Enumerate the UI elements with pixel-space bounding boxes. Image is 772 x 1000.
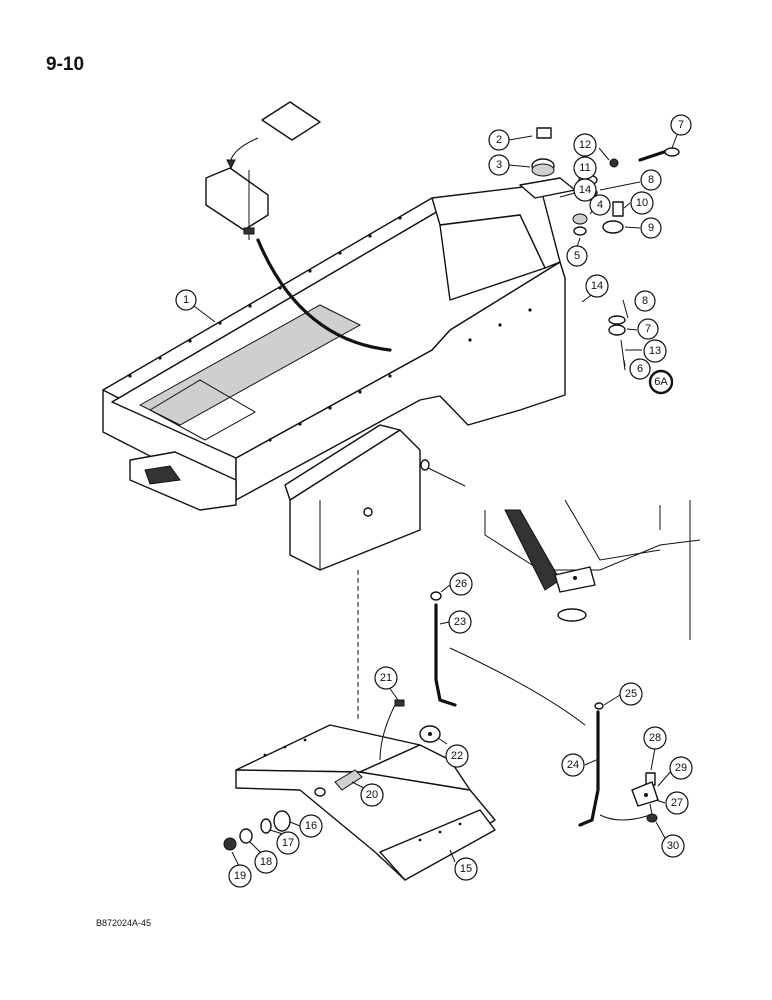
bracket-detail <box>205 101 392 352</box>
callout-12: 12 <box>573 133 597 157</box>
callout-18: 18 <box>254 850 278 874</box>
svg-text:28: 28 <box>649 732 661 744</box>
callout-14-top: 14 <box>573 178 597 202</box>
svg-text:9: 9 <box>648 222 654 234</box>
callout-19: 19 <box>228 864 252 888</box>
callout-17: 17 <box>276 831 300 855</box>
svg-text:18: 18 <box>260 856 272 868</box>
svg-text:2: 2 <box>496 134 502 146</box>
svg-text:21: 21 <box>380 672 392 684</box>
callout-24: 24 <box>561 753 585 777</box>
callout-5: 5 <box>566 245 588 267</box>
counterweight <box>284 424 421 571</box>
svg-text:24: 24 <box>567 759 579 771</box>
main-frame <box>102 184 566 511</box>
svg-text:15: 15 <box>460 863 472 875</box>
svg-text:6: 6 <box>637 363 643 375</box>
callout-6: 6 <box>629 358 651 380</box>
callout-1: 1 <box>175 289 197 311</box>
callout-15: 15 <box>454 857 478 881</box>
page-number: 9-10 <box>46 54 85 75</box>
callout-22: 22 <box>445 744 469 768</box>
frame-bolt-holes <box>128 216 532 442</box>
callout-23: 23 <box>448 610 472 634</box>
callout-6a: 6A <box>648 369 674 395</box>
grease-fitting <box>334 769 363 791</box>
callout-7-lower: 7 <box>637 318 659 340</box>
callout-11: 11 <box>573 156 597 180</box>
callout-10: 10 <box>630 191 654 215</box>
mount-hardware <box>519 127 680 371</box>
svg-text:1: 1 <box>183 294 189 306</box>
svg-text:26: 26 <box>455 578 467 590</box>
svg-text:3: 3 <box>496 159 502 171</box>
inset-detail <box>449 499 701 726</box>
hose-24-25 <box>578 702 651 827</box>
svg-text:30: 30 <box>667 840 679 852</box>
svg-text:13: 13 <box>649 345 661 357</box>
svg-text:27: 27 <box>671 797 683 809</box>
svg-text:7: 7 <box>678 119 684 131</box>
svg-text:6A: 6A <box>654 376 668 388</box>
callout-25: 25 <box>619 682 643 706</box>
hose-23-26 <box>430 591 457 707</box>
reference-code: B872024A-45 <box>96 918 152 928</box>
svg-text:16: 16 <box>305 820 317 832</box>
callout-28: 28 <box>643 726 667 750</box>
svg-text:12: 12 <box>579 139 591 151</box>
callout-14-lower: 14 <box>585 274 609 298</box>
callout-4: 4 <box>589 194 611 216</box>
callout-21: 21 <box>374 666 398 690</box>
svg-text:10: 10 <box>636 197 648 209</box>
svg-text:23: 23 <box>454 616 466 628</box>
hose-21-22 <box>379 699 441 761</box>
svg-text:19: 19 <box>234 870 246 882</box>
counterweight-bolt <box>419 459 466 487</box>
pivot-bushings <box>223 810 291 851</box>
svg-text:8: 8 <box>642 295 648 307</box>
svg-text:20: 20 <box>366 789 378 801</box>
callout-16: 16 <box>299 814 323 838</box>
callout-8-lower: 8 <box>634 290 656 312</box>
callout-2: 2 <box>488 129 510 151</box>
callout-29: 29 <box>669 756 693 780</box>
svg-text:5: 5 <box>574 250 580 262</box>
callout-7-top: 7 <box>670 114 692 136</box>
fitting-27-30 <box>631 772 659 823</box>
svg-text:17: 17 <box>282 837 294 849</box>
callout-30: 30 <box>661 834 685 858</box>
svg-text:8: 8 <box>648 174 654 186</box>
svg-text:11: 11 <box>579 162 590 174</box>
svg-text:7: 7 <box>645 323 651 335</box>
svg-text:14: 14 <box>579 184 591 196</box>
svg-text:29: 29 <box>675 762 687 774</box>
axle-support <box>235 724 496 881</box>
callout-20: 20 <box>360 783 384 807</box>
svg-text:4: 4 <box>597 199 603 211</box>
callout-8-top: 8 <box>640 169 662 191</box>
callout-9: 9 <box>640 217 662 239</box>
callout-26: 26 <box>449 572 473 596</box>
callout-27: 27 <box>665 791 689 815</box>
svg-text:22: 22 <box>451 750 463 762</box>
svg-text:25: 25 <box>625 688 637 700</box>
callout-3: 3 <box>488 154 510 176</box>
callout-13: 13 <box>643 339 667 363</box>
svg-text:14: 14 <box>591 280 603 292</box>
